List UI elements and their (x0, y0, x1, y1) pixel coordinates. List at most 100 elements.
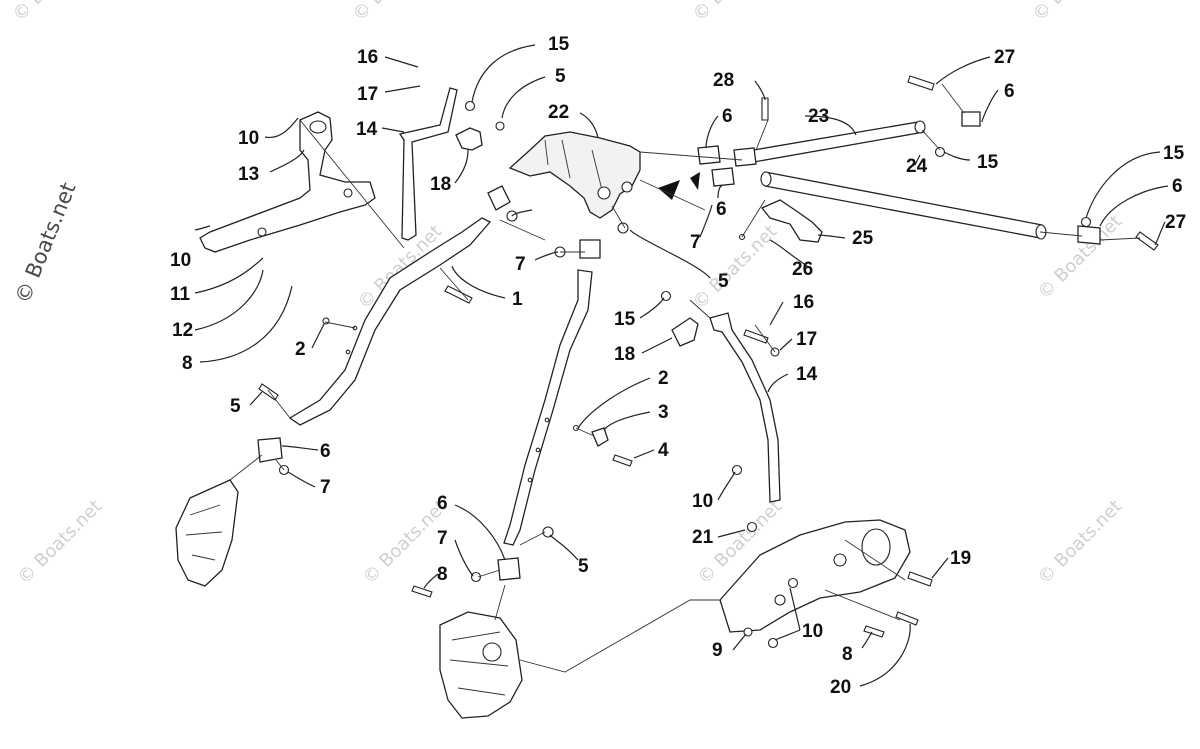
left-support-bracket (199, 111, 376, 253)
nut (542, 526, 554, 538)
callout-1: 1 (512, 289, 523, 310)
long-bolt (444, 285, 473, 304)
callout-6: 6 (437, 493, 448, 514)
nut (617, 222, 629, 234)
callout-21: 21 (692, 527, 714, 548)
tube-end (760, 171, 772, 187)
callout-22: 22 (548, 102, 569, 123)
bolt (743, 329, 769, 344)
callout-6: 6 (1172, 176, 1183, 197)
head-socket (597, 186, 611, 200)
callout-11: 11 (170, 284, 191, 305)
nut (1080, 216, 1092, 228)
washer (322, 317, 330, 325)
direction-arrow (658, 180, 680, 200)
callout-6: 6 (320, 441, 331, 462)
bolt (895, 611, 919, 626)
assembly-line (229, 83, 1141, 673)
callout-2: 2 (658, 368, 669, 389)
center-tube (503, 269, 593, 546)
callout-27: 27 (994, 47, 1015, 68)
callout-19: 19 (950, 548, 971, 569)
tube-cap (697, 145, 721, 165)
callout-9: 9 (712, 640, 723, 661)
nut (470, 571, 482, 583)
collar-lower-left (257, 437, 283, 463)
callout-8: 8 (182, 353, 193, 374)
tube-cap (711, 167, 735, 187)
callout-16: 16 (357, 47, 378, 68)
callout-15: 15 (977, 152, 999, 173)
leader-lines (194, 44, 1169, 687)
tube-cap (733, 147, 757, 167)
steering-head (508, 131, 641, 219)
tube-hole (527, 477, 533, 483)
callout-20: 20 (830, 677, 851, 698)
plate-opening (861, 528, 891, 566)
callout-7: 7 (320, 477, 331, 498)
left-main-tube (288, 217, 492, 426)
callout-23: 23 (808, 106, 829, 127)
callout-17: 17 (796, 329, 817, 350)
bolt (411, 585, 433, 598)
center-lower-mount (439, 611, 523, 719)
nut (934, 146, 946, 158)
head-socket (621, 181, 633, 193)
callout-14: 14 (796, 364, 818, 385)
tube-hole (535, 447, 541, 453)
collar-upper-left (487, 185, 511, 211)
watermark: © Boats.net (1034, 211, 1126, 303)
callout-15: 15 (614, 309, 636, 330)
callout-13: 13 (238, 164, 259, 185)
callout-5: 5 (578, 556, 589, 577)
head-detail (544, 139, 603, 191)
callout-26: 26 (792, 259, 813, 280)
callout-5: 5 (718, 271, 729, 292)
bracket-hole (257, 227, 267, 237)
watermark: © Boats.net (1029, 0, 1121, 26)
right-strut (709, 312, 781, 503)
bolt (907, 75, 935, 91)
callout-17: 17 (357, 84, 378, 105)
watermark: © Boats.net (14, 496, 106, 588)
nut (506, 210, 518, 222)
watermark: © Boats.net (349, 0, 441, 26)
callout-15: 15 (548, 34, 570, 55)
collar-upper-center (579, 239, 601, 259)
nut (767, 637, 779, 649)
watermark: © Boats.net (689, 0, 781, 26)
callout-18: 18 (614, 344, 635, 365)
bolt (907, 571, 933, 587)
line-art (175, 75, 1159, 719)
callout-2: 2 (295, 339, 306, 360)
callout-8: 8 (437, 564, 448, 585)
callout-15: 15 (1163, 143, 1185, 164)
callout-7: 7 (515, 254, 526, 275)
bolt (761, 97, 769, 121)
callout-10: 10 (802, 621, 823, 642)
callout-7: 7 (437, 528, 448, 549)
plate-hole (774, 594, 786, 606)
collar-lower-center (497, 557, 521, 581)
upper-right-tube (740, 121, 926, 164)
bracket-eye (309, 120, 327, 134)
callout-6: 6 (1004, 81, 1015, 102)
callout-6: 6 (716, 199, 727, 220)
nut (787, 577, 799, 589)
left-strut (398, 87, 458, 241)
bolt (863, 625, 885, 638)
callout-18: 18 (430, 174, 451, 195)
bolt (612, 454, 633, 467)
callout-8: 8 (842, 644, 853, 665)
callout-12: 12 (172, 320, 193, 341)
callout-5: 5 (555, 66, 566, 87)
callout-24: 24 (906, 156, 928, 177)
mount-detail (449, 631, 509, 696)
tube-cap (1077, 225, 1101, 245)
bracket-hole (343, 188, 353, 198)
mount-detail (185, 504, 223, 561)
watermark: © Boats.net (9, 0, 101, 26)
callout-10: 10 (238, 128, 259, 149)
tube-hole (345, 349, 351, 355)
